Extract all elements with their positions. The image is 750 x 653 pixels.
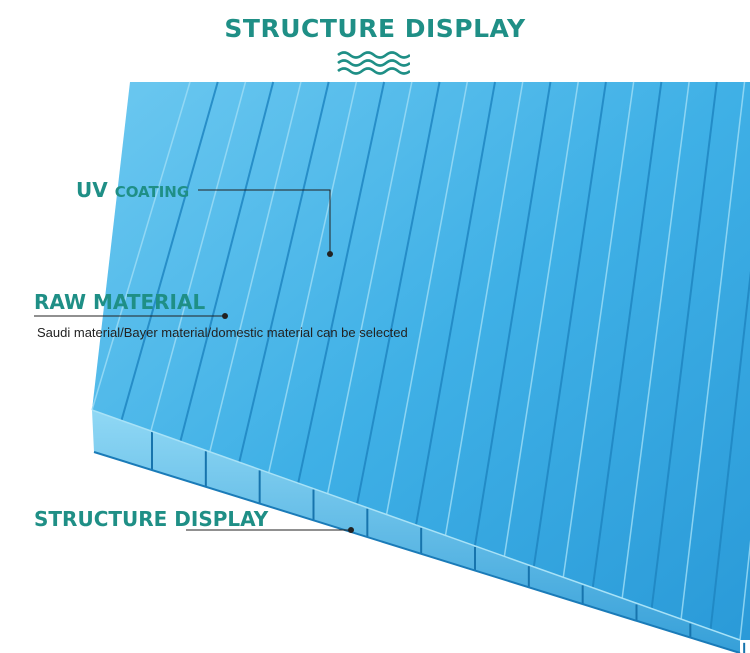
sheet-rib-line: [503, 81, 579, 557]
sheet-rib-line: [415, 81, 496, 526]
raw-material-label: RAW MATERIAL: [34, 290, 206, 314]
uv-coating-leader: [198, 189, 333, 257]
sheet-rib-line: [680, 81, 746, 620]
sheet-edge-cells: [151, 432, 746, 653]
uv-label-small: COATING: [114, 183, 190, 201]
sheet-rib-line: [562, 81, 635, 578]
wave-icon: [337, 51, 410, 75]
sheet-rib-line: [591, 81, 663, 588]
sheet-top-edge-line: [91, 409, 741, 641]
sheet-rib-line: [356, 81, 441, 505]
sheet-rib-line: [238, 81, 330, 463]
sheet-rib-line: [120, 81, 219, 421]
uv-label-main: UV: [76, 178, 108, 202]
structure-display-leader: [186, 527, 354, 533]
sheet-bottom-edge: [93, 451, 741, 653]
raw-material-leader: [34, 313, 228, 319]
sheet-rib-line: [297, 81, 386, 484]
sheet-rib-line: [473, 81, 552, 547]
sheet-rib-line: [91, 81, 191, 411]
sheet-rib-line: [444, 81, 524, 536]
sheet-ribs: [91, 81, 750, 641]
sheet-rib-line: [709, 270, 750, 630]
sheet-rib-line: [179, 81, 275, 442]
sheet-top-face: [92, 82, 750, 640]
sheet-rib-line: [267, 81, 358, 473]
sheet-rib-line: [209, 81, 302, 452]
uv-coating-label: UV COATING: [76, 178, 189, 202]
sheet-rib-line: [621, 81, 690, 599]
sheet-rib-line: [385, 81, 469, 515]
sheet-rib-line: [650, 81, 718, 609]
sheet-rib-line: [150, 81, 247, 432]
structure-display-label: STRUCTURE DISPLAY: [34, 507, 269, 531]
raw-material-note: Saudi material/Bayer material/domestic m…: [37, 325, 408, 340]
sheet-front-edge: [92, 410, 740, 653]
sheet-rib-line: [326, 81, 413, 494]
page-title: STRUCTURE DISPLAY: [224, 14, 526, 43]
sheet-rib-line: [532, 81, 607, 567]
